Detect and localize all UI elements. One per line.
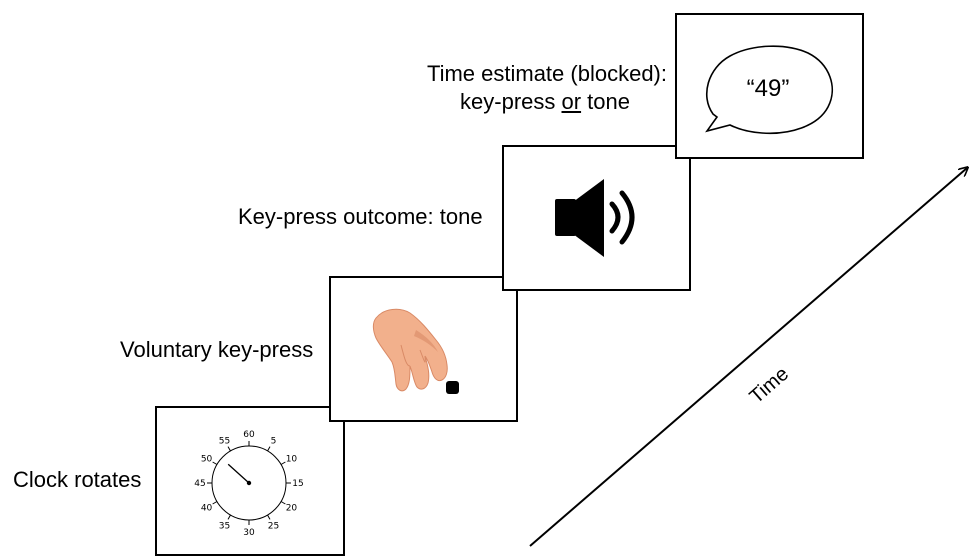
clock-tick: [212, 461, 218, 465]
keypress-outcome-label: Key-press outcome: tone: [238, 204, 483, 229]
clock-number: 45: [194, 479, 205, 489]
time-estimate-line1: Time estimate (blocked):: [426, 61, 667, 86]
clock-number: 55: [219, 437, 230, 447]
clock-panel: [155, 406, 345, 556]
clock-tick: [280, 501, 286, 505]
clock-number: 25: [268, 521, 279, 531]
clock-face-icon: 60 5 10 15 20 25 30 35 40 45 50 55: [194, 430, 303, 538]
time-axis-label: Time: [746, 363, 793, 408]
clock-tick: [267, 446, 271, 452]
clock-number: 40: [201, 504, 213, 514]
clock-number: 5: [271, 437, 277, 447]
clock-number: 60: [243, 430, 255, 440]
clock-number: 10: [286, 455, 298, 465]
key-icon: [446, 381, 459, 394]
clock-number: 35: [219, 521, 230, 531]
time-estimate-line2: key-press or tone: [417, 88, 667, 116]
time-arrow: [529, 168, 967, 547]
voluntary-keypress-label: Voluntary key-press: [120, 337, 314, 362]
clock-number: 50: [201, 455, 213, 465]
speech-bubble-icon: [705, 45, 833, 135]
clock-hand: [227, 463, 250, 484]
time-estimate-tone-text: tone: [581, 89, 630, 114]
time-estimate-keypress-text: key-press: [460, 89, 562, 114]
clock-number: 30: [243, 528, 255, 538]
time-estimate-or-text: or: [561, 89, 582, 114]
clock-number: 15: [292, 479, 303, 489]
hand-pressing-key-icon: [372, 308, 459, 394]
time-estimate-label: Time estimate (blocked): key-press or to…: [417, 60, 667, 116]
speaker-volume-icon: [555, 179, 635, 257]
clock-tick: [267, 514, 271, 520]
clock-tick: [227, 446, 231, 452]
clock-rotates-label: Clock rotates: [13, 467, 142, 492]
clock-tick: [227, 514, 231, 520]
clock-number: 20: [286, 504, 298, 514]
clock-tick: [280, 461, 286, 465]
clock-tick: [212, 501, 218, 505]
speech-bubble-text: “49”: [747, 75, 790, 102]
